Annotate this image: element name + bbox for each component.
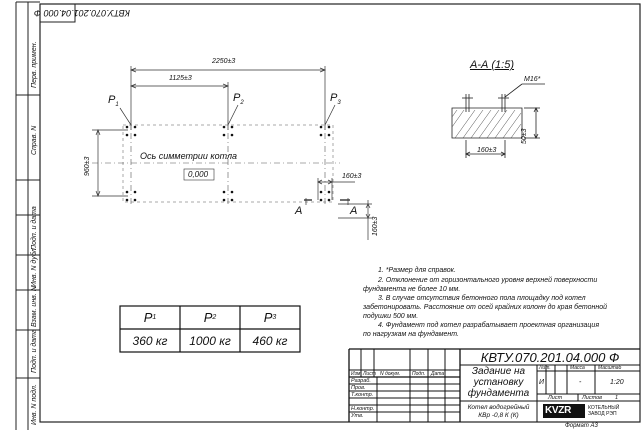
sheets-value: 1: [615, 395, 619, 401]
mass-label: Масса: [570, 365, 585, 371]
note-line-4: 3. В случае отсутствия бетонного пола пл…: [378, 295, 586, 302]
row-nkontr: Н.контр.: [351, 406, 375, 412]
load-point-2: P2: [233, 92, 244, 107]
row-prov: Пров.: [351, 385, 366, 391]
subtitle-line-2: КВр -0,8 К (К): [478, 412, 519, 419]
doc-code-rotated: КВТУ.070.201.04.000 Ф: [34, 8, 130, 18]
company-line-1: КОТЕЛЬНЫЙ: [588, 405, 620, 411]
title-line-1: Задание на: [471, 366, 526, 377]
side-stamp-1: Перв. примен.: [31, 41, 38, 88]
row-razrab: Разраб.: [351, 378, 371, 384]
company-line-2: ЗАВОД РЭП: [588, 411, 617, 417]
note-line-2: 2. Отклонение от горизонтального уровня …: [378, 277, 598, 284]
side-stamp-6: Подп. и дата: [31, 329, 38, 373]
dim-half: 1125±3: [169, 75, 192, 82]
note-line-1: 1. *Размер для справок.: [378, 267, 456, 274]
row-tkontr: Т.контр.: [351, 392, 374, 398]
col-ndok: N докум.: [380, 371, 401, 377]
col-data: Дата: [431, 371, 445, 377]
level-value: 0,000: [188, 170, 209, 179]
note-line-6: подушки 500 мм.: [363, 313, 419, 320]
section-title: А-А (1:5): [470, 59, 515, 71]
subtitle-line-1: Котел водогрейный: [467, 404, 530, 411]
section-m16: М16*: [524, 76, 541, 83]
section-dim-v: 50±3: [521, 128, 528, 144]
section-mark-left: А: [295, 205, 303, 217]
load-point-1: P1: [108, 94, 119, 109]
loads-value-p1: 360 кг: [132, 333, 168, 348]
lit-value: И: [539, 379, 545, 386]
side-stamp-7: Инв. N подл.: [31, 384, 38, 425]
col-izm: Изм: [351, 371, 361, 377]
mass-value: -: [579, 379, 582, 386]
note-line-3: фундамента не более 10 мм.: [363, 286, 461, 293]
row-utv: Утв.: [351, 413, 364, 419]
dim-vertical: 960±3: [84, 156, 91, 176]
title-line-2: установку: [473, 377, 524, 388]
side-stamp-2: Справ. N: [31, 125, 38, 155]
document-code: КВТУ.070.201.04.000 Ф: [480, 349, 620, 365]
dim-side: 160±3: [342, 173, 362, 180]
document-subtitle: Котел водогрейный КВр -0,8 К (К): [460, 404, 537, 420]
dim-total: 2250±3: [212, 58, 236, 65]
loads-value-p3: 460 кг: [252, 333, 288, 348]
document-title: Задание на установку фундамента: [460, 366, 537, 399]
company-logo: KVZR: [545, 405, 572, 416]
side-stamp-3: Подп. и дата: [31, 206, 38, 250]
company-name: КОТЕЛЬНЫЙ ЗАВОД РЭП: [588, 405, 619, 417]
axis-label: Ось симметрии котла: [140, 151, 238, 161]
sheet-label: Лист: [548, 395, 563, 401]
scale-value: 1:20: [610, 379, 624, 386]
dim-side-vertical: 160±3: [372, 216, 379, 236]
side-stamp-4: Инв. N дубл.: [31, 246, 38, 287]
col-list: Лист: [363, 371, 376, 377]
section-mark-right: А: [350, 205, 358, 217]
format-label: Формат А3: [565, 423, 598, 429]
note-line-7: 4. Фундамент под котел разрабатывает про…: [378, 322, 600, 329]
title-line-3: фундамента: [467, 388, 530, 399]
load-point-3: P3: [330, 92, 341, 107]
col-podp: Подп.: [412, 371, 426, 377]
section-dim-h: 160±3: [477, 147, 497, 154]
note-line-5: забетонировать. Расстояние от осей крайн…: [363, 304, 608, 311]
lit-label: Лит.: [539, 365, 551, 371]
loads-value-p2: 1000 кг: [189, 333, 231, 348]
side-stamp-5: Взам. инв. N: [31, 286, 38, 327]
note-line-8: по нагрузкам на фундамент.: [363, 331, 459, 338]
scale-label: Масштаб: [598, 365, 622, 371]
sheets-label: Листов: [582, 395, 603, 401]
